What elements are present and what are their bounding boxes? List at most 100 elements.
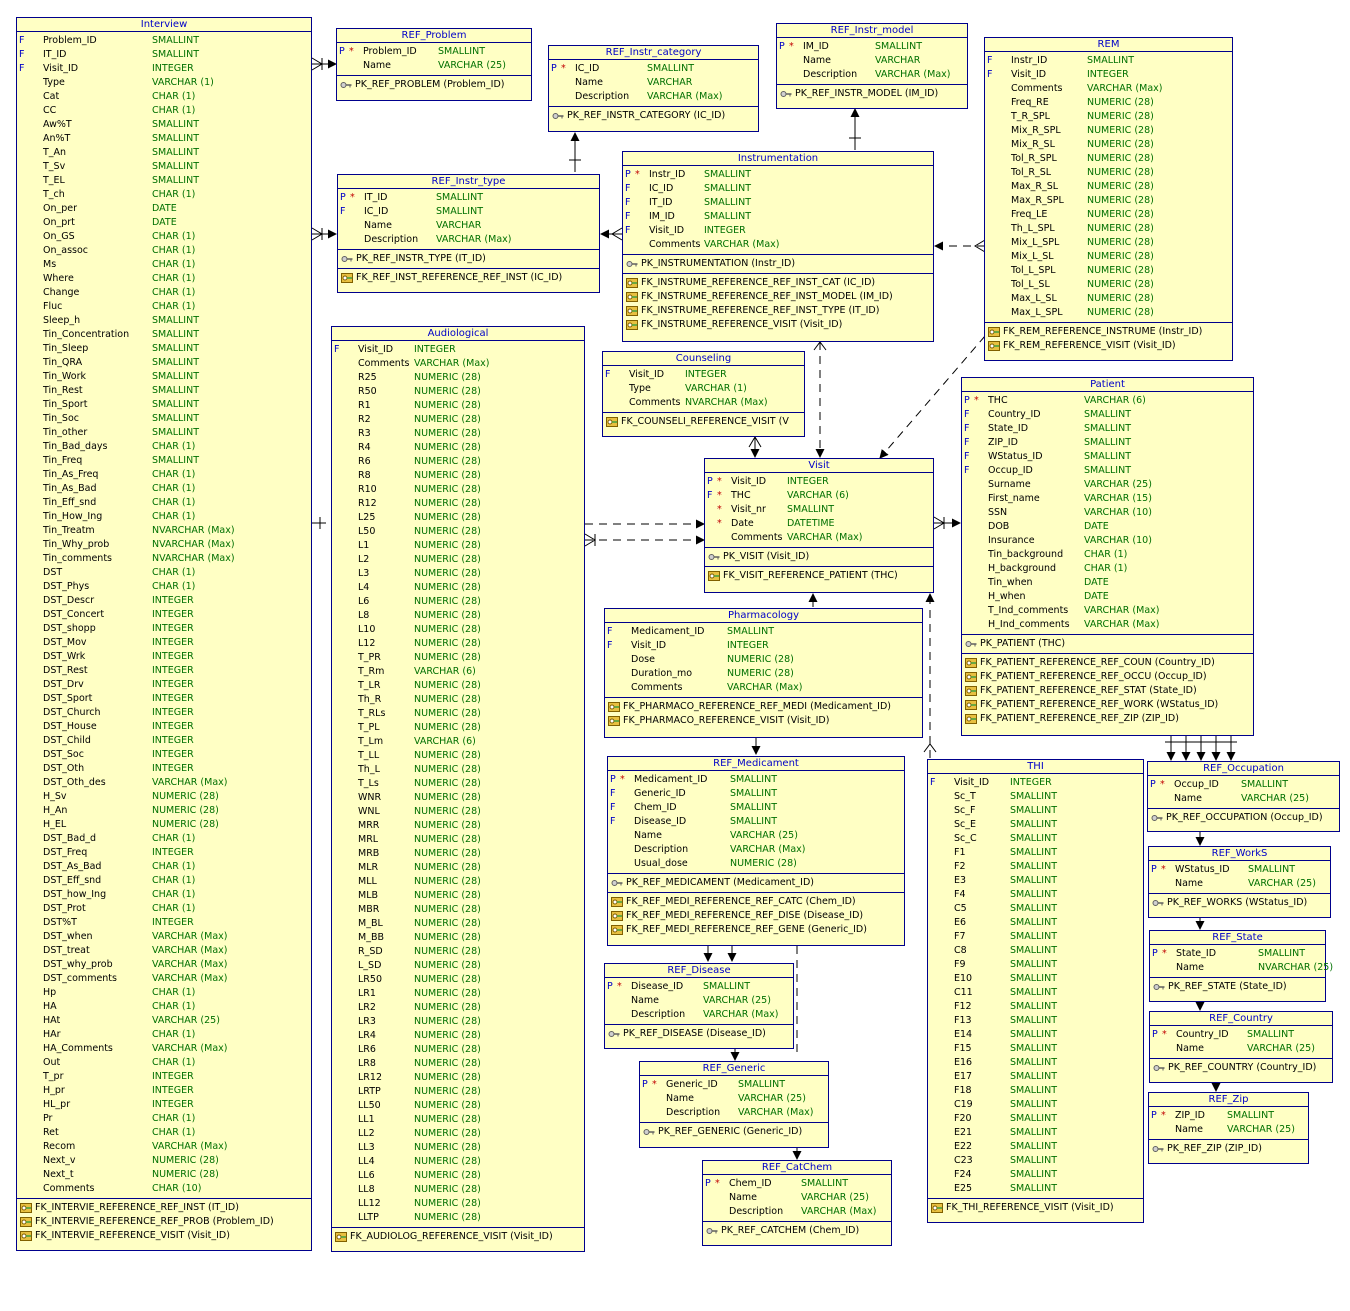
foreign-key[interactable]: FK_INTERVIE_REFERENCE_VISIT (Visit_ID) [17, 1229, 311, 1243]
foreign-key[interactable]: FK_INSTRUME_REFERENCE_VISIT (Visit_ID) [623, 318, 933, 332]
foreign-key[interactable]: FK_PATIENT_REFERENCE_REF_COUN (Country_I… [962, 656, 1253, 670]
foreign-key[interactable]: FK_PHARMACO_REFERENCE_REF_MEDI (Medicame… [605, 700, 922, 714]
primary-key[interactable]: PK_REF_INSTR_MODEL (IM_ID) [777, 87, 967, 101]
foreign-key[interactable]: FK_INSTRUME_REFERENCE_REF_INST_CAT (IC_I… [623, 276, 933, 290]
foreign-key[interactable]: FK_VISIT_REFERENCE_PATIENT (THC) [705, 569, 933, 583]
primary-key[interactable]: PK_VISIT (Visit_ID) [705, 550, 933, 564]
primary-key[interactable]: PK_REF_STATE (State_ID) [1150, 980, 1325, 994]
foreign-key[interactable]: FK_REF_MEDI_REFERENCE_REF_DISE (Disease_… [608, 909, 904, 923]
primary-key[interactable]: PK_REF_COUNTRY (Country_ID) [1150, 1061, 1332, 1075]
foreign-key[interactable]: FK_COUNSELI_REFERENCE_VISIT (V [603, 415, 804, 429]
foreign-key[interactable]: FK_REF_INST_REFERENCE_REF_INST (IC_ID) [338, 271, 599, 285]
